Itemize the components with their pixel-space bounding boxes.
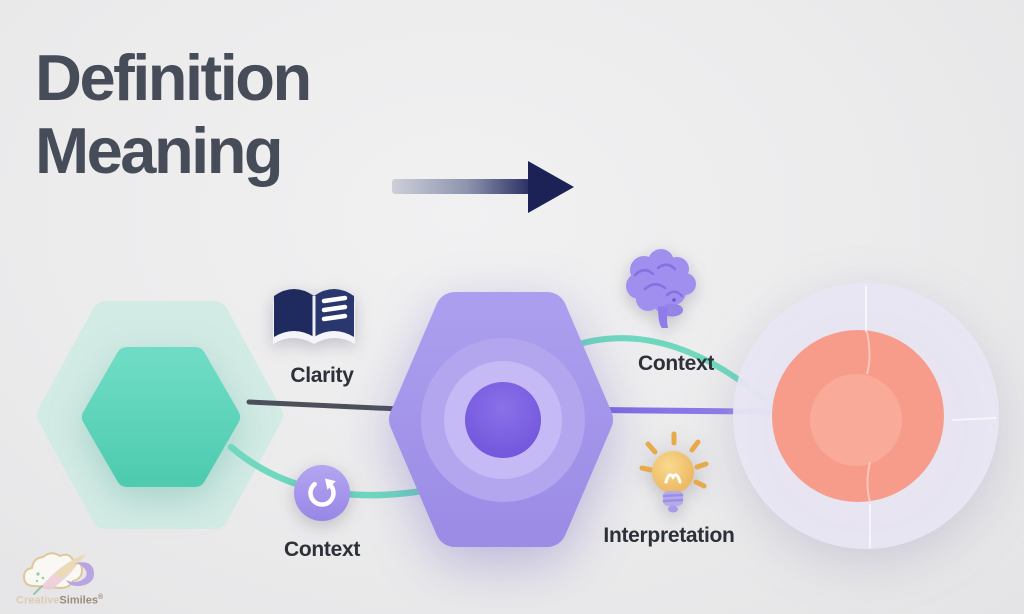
watermark-mark: ® <box>97 594 104 601</box>
open-book-icon <box>273 289 355 344</box>
bulb-ray <box>694 461 709 470</box>
lightbulb-icon <box>639 431 709 513</box>
label-interpretation: Interpretation <box>603 524 735 547</box>
right-arrow-head-icon <box>528 161 574 213</box>
bulb-glass <box>652 451 694 493</box>
page-title: Definition Meaning <box>35 41 312 188</box>
bulb-ray <box>693 479 707 489</box>
logo-cloud <box>22 552 84 590</box>
bulb-filament <box>664 473 682 484</box>
bulb-ray <box>645 441 658 455</box>
title-line-2: Meaning <box>35 113 284 187</box>
target-segment-divider <box>951 417 997 421</box>
watermark-brand: CreativeSimiles® <box>16 594 103 607</box>
source-hexagon-inner <box>82 347 240 487</box>
source-hexagon <box>37 301 283 529</box>
title-line-1: Definition <box>35 41 312 114</box>
label-context-bottom: Context <box>283 538 361 561</box>
target-circle <box>733 283 999 549</box>
bulb-ray <box>689 439 701 453</box>
book-cover-left <box>274 289 314 337</box>
refresh-circle-icon <box>294 465 350 521</box>
book-cover-right <box>314 289 354 337</box>
bulb-ray <box>639 465 654 473</box>
target-ring-step <box>866 331 871 375</box>
brain-icon <box>626 249 696 328</box>
refresh-circle-bg <box>294 465 350 521</box>
watermark-brand-prefix: Creative <box>16 594 60 607</box>
right-arrow-icon <box>392 179 530 194</box>
clarity-connector-line <box>246 399 402 412</box>
book-text-line <box>321 304 348 313</box>
core-circle-center <box>465 382 541 458</box>
core-hexagon <box>389 292 613 547</box>
target-ring-step <box>866 461 871 503</box>
brain-stem <box>658 306 668 328</box>
book-text-line <box>321 295 348 304</box>
label-context-top: Context <box>637 352 715 375</box>
refresh-arrow-head <box>324 478 336 490</box>
logo-swirl <box>66 562 95 587</box>
logo-feather-gold <box>54 554 86 578</box>
target-circle-center <box>810 374 902 466</box>
cloud-feather-logo-icon <box>22 552 95 595</box>
watermark-brand-suffix: Similes <box>59 594 98 607</box>
logo-quill-tip <box>33 585 43 595</box>
brain-dot <box>672 298 676 302</box>
book-text-line <box>321 313 348 322</box>
bulb-socket <box>663 491 683 506</box>
bulb-tip <box>668 505 678 513</box>
label-clarity: Clarity <box>290 364 354 387</box>
